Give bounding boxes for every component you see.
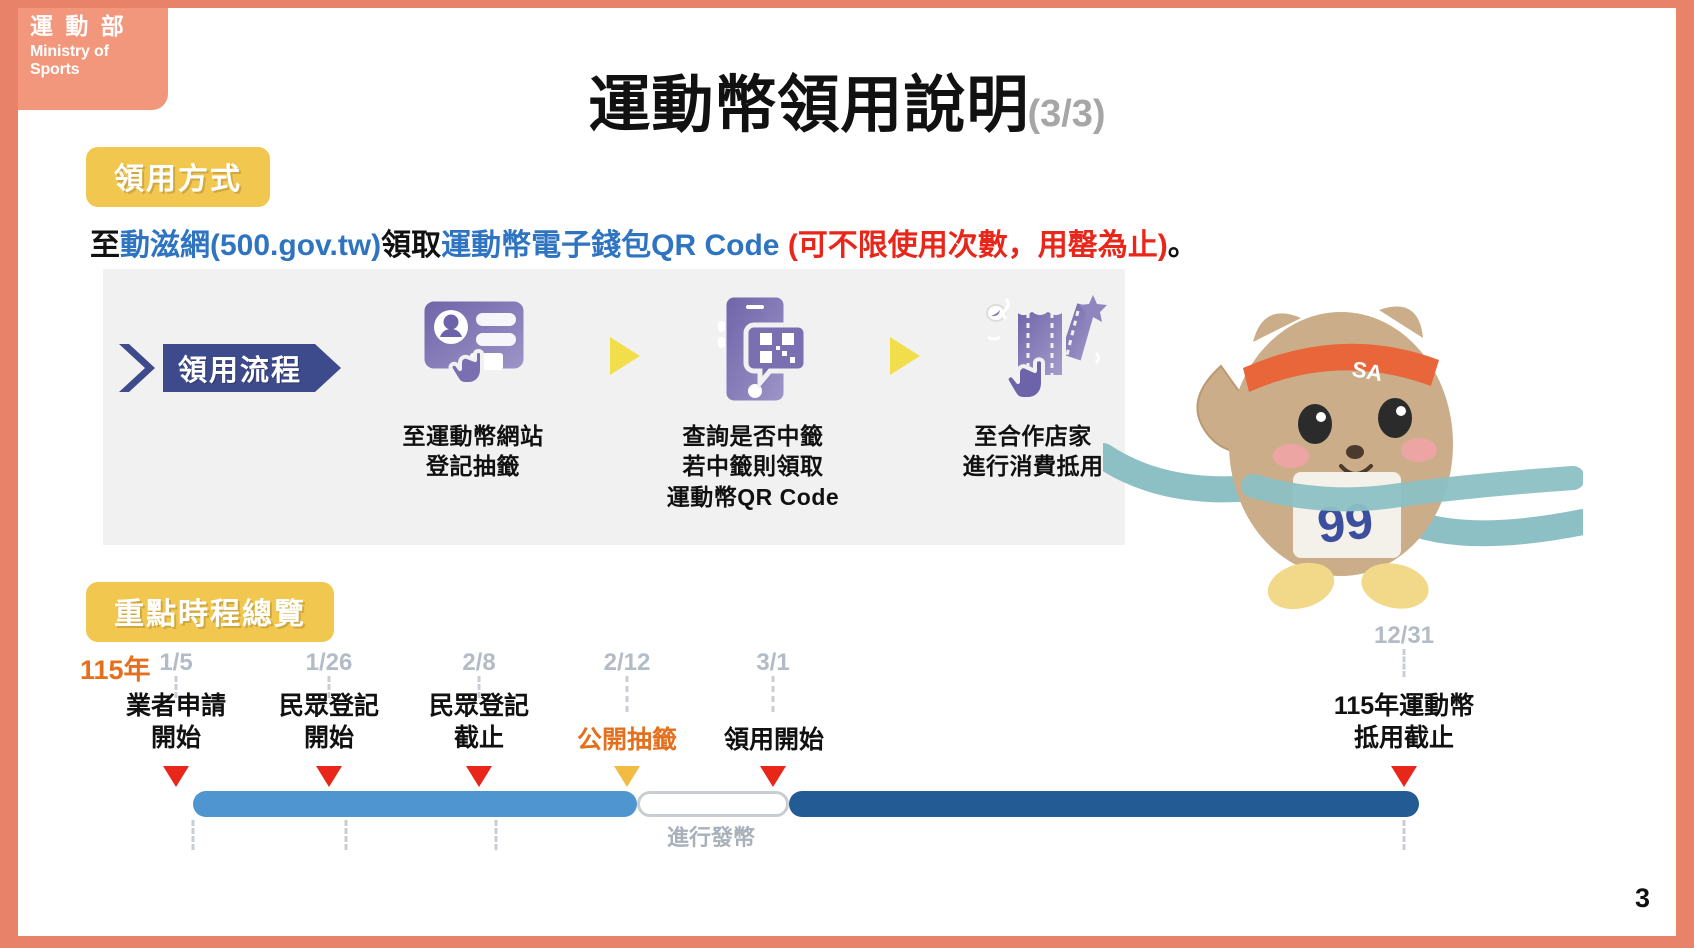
- flow-step-3-line2: 進行消費抵用: [962, 453, 1104, 480]
- subtitle-part-0: 至: [90, 229, 120, 262]
- timeline-title-3-line1: 民眾登記: [428, 692, 530, 720]
- timeline-title-5-line1: 領用開始: [723, 726, 825, 754]
- timeline-title-1-line2: 開始: [150, 724, 202, 752]
- flow-step-1-line1: 至運動幣網站: [402, 423, 544, 449]
- page-number: 3: [1634, 883, 1650, 913]
- method-subtitle: 至動滋網(500.gov.tw)領取運動幣電子錢包QR Code (可不限使用次…: [90, 220, 1198, 264]
- flow-step-2: 查詢是否中籤 若中籤則領取 運動幣QR Code: [638, 291, 868, 512]
- timeline-title-2: 民眾登記 開始: [279, 690, 379, 754]
- chevron-banner-icon: [119, 344, 341, 392]
- section-badge-schedule: 重點時程總覽: [86, 582, 334, 642]
- timeline-title-4-line1: 公開抽籤: [576, 726, 678, 754]
- ministry-logo-badge: 運 動 部 Ministry of Sports: [18, 8, 168, 110]
- timeline-dash-2: [327, 676, 331, 698]
- timeline-dash-below-1: [191, 820, 195, 850]
- flow-step-2-line3: 運動幣QR Code: [666, 483, 840, 510]
- timeline-marker-1: [163, 766, 189, 787]
- timeline-dash-below-2: [344, 820, 348, 850]
- flow-step-1-line2: 登記抽籤: [426, 453, 520, 480]
- svg-text:SA: SA: [1350, 356, 1385, 386]
- timeline-date-3: 2/8: [462, 649, 496, 676]
- sports-mascot: SA 99: [1090, 256, 1596, 646]
- timeline-title-3: 民眾登記 截止: [429, 690, 529, 754]
- flow-step-3-line1: 至合作店家: [974, 423, 1092, 449]
- timeline-bar-issuing: [637, 791, 789, 817]
- timeline-marker-6: [1391, 766, 1417, 787]
- timeline-title-6: 115年運動幣 抵用截止: [1334, 690, 1474, 754]
- timeline-title-1-line1: 業者申請: [125, 692, 227, 720]
- subtitle-part-3: 運動幣電子錢包QR Code: [441, 229, 788, 262]
- schedule-timeline: 115年 1/5 1/26 2/8 2/12 3/1 12/31 業者申請 開始…: [18, 8, 1676, 936]
- flow-banner: 領用流程: [119, 344, 341, 392]
- subtitle-part-1: 動滋網(500.gov.tw): [120, 229, 382, 262]
- timeline-year-label: 115年: [80, 655, 151, 685]
- timeline-dash-1: [174, 676, 178, 698]
- logo-english-name-line2: Sports: [30, 60, 80, 78]
- timeline-title-2-line1: 民眾登記: [278, 692, 380, 720]
- timeline-date-2: 1/26: [305, 649, 353, 676]
- timeline-bar-registration: [193, 791, 637, 817]
- timeline-marker-4: [614, 766, 640, 787]
- flow-arrow-2-icon: [890, 337, 920, 375]
- timeline-bar-redemption: [789, 791, 1419, 817]
- timeline-dash-below-3: [494, 820, 498, 850]
- flow-steps: 至運動幣網站 登記抽籤: [358, 269, 1125, 545]
- timeline-title-2-line2: 開始: [303, 724, 355, 752]
- flow-banner-label: 領用流程: [177, 355, 302, 387]
- page-title: 運動幣領用說明(3/3): [18, 54, 1676, 144]
- flow-arrow-1-icon: [610, 337, 640, 375]
- slide-canvas: 運 動 部 Ministry of Sports 運動幣領用說明(3/3) 領用…: [18, 8, 1676, 936]
- logo-english-name-line1: Ministry of: [30, 43, 109, 61]
- timeline-title-6-line1: 115年運動幣: [1333, 692, 1475, 720]
- timeline-dash-3: [477, 676, 481, 698]
- subtitle-part-5: 。: [1167, 229, 1198, 262]
- timeline-dash-5: [771, 676, 775, 712]
- page-title-counter: (3/3): [1027, 93, 1106, 135]
- timeline-title-6-line2: 抵用截止: [1353, 724, 1454, 752]
- timeline-title-3-line2: 截止: [453, 724, 505, 752]
- section-badge-method: 領用方式: [86, 147, 270, 207]
- page-title-main: 運動幣領用說明: [588, 71, 1030, 140]
- flow-step-1-label: 至運動幣網站 登記抽籤: [358, 421, 588, 482]
- timeline-bar-issuing-note: 進行發幣: [666, 825, 756, 850]
- flow-step-2-line1: 查詢是否中籤: [682, 423, 824, 449]
- timeline-dash-4: [625, 676, 629, 712]
- timeline-date-5: 3/1: [756, 649, 790, 676]
- timeline-title-5: 領用開始: [724, 724, 824, 756]
- coupon-hand-icon: [918, 291, 1148, 409]
- timeline-date-6: 12/31: [1373, 622, 1435, 649]
- flow-step-3: 至合作店家 進行消費抵用: [918, 291, 1148, 482]
- flow-step-2-label: 查詢是否中籤 若中籤則領取 運動幣QR Code: [638, 421, 868, 512]
- timeline-marker-2: [316, 766, 342, 787]
- timeline-marker-3: [466, 766, 492, 787]
- timeline-title-4: 公開抽籤: [577, 724, 677, 756]
- timeline-dash-6: [1402, 649, 1406, 677]
- flow-panel: 領用流程: [103, 269, 1125, 545]
- logo-chinese-name: 運 動 部: [30, 13, 127, 39]
- subtitle-part-2: 領取: [381, 229, 442, 262]
- subtitle-part-4: (可不限使用次數，用罄為止): [787, 229, 1168, 262]
- timeline-title-1: 業者申請 開始: [126, 690, 226, 754]
- timeline-dash-below-6: [1402, 820, 1406, 850]
- id-card-click-icon: [358, 291, 588, 409]
- timeline-marker-5: [760, 766, 786, 787]
- flow-step-1: 至運動幣網站 登記抽籤: [358, 291, 588, 482]
- timeline-date-4: 2/12: [603, 649, 651, 676]
- flow-step-2-line2: 若中籤則領取: [682, 453, 824, 480]
- timeline-date-1: 1/5: [159, 649, 193, 676]
- phone-qr-code-icon: [638, 291, 868, 409]
- flow-step-3-label: 至合作店家 進行消費抵用: [918, 421, 1148, 482]
